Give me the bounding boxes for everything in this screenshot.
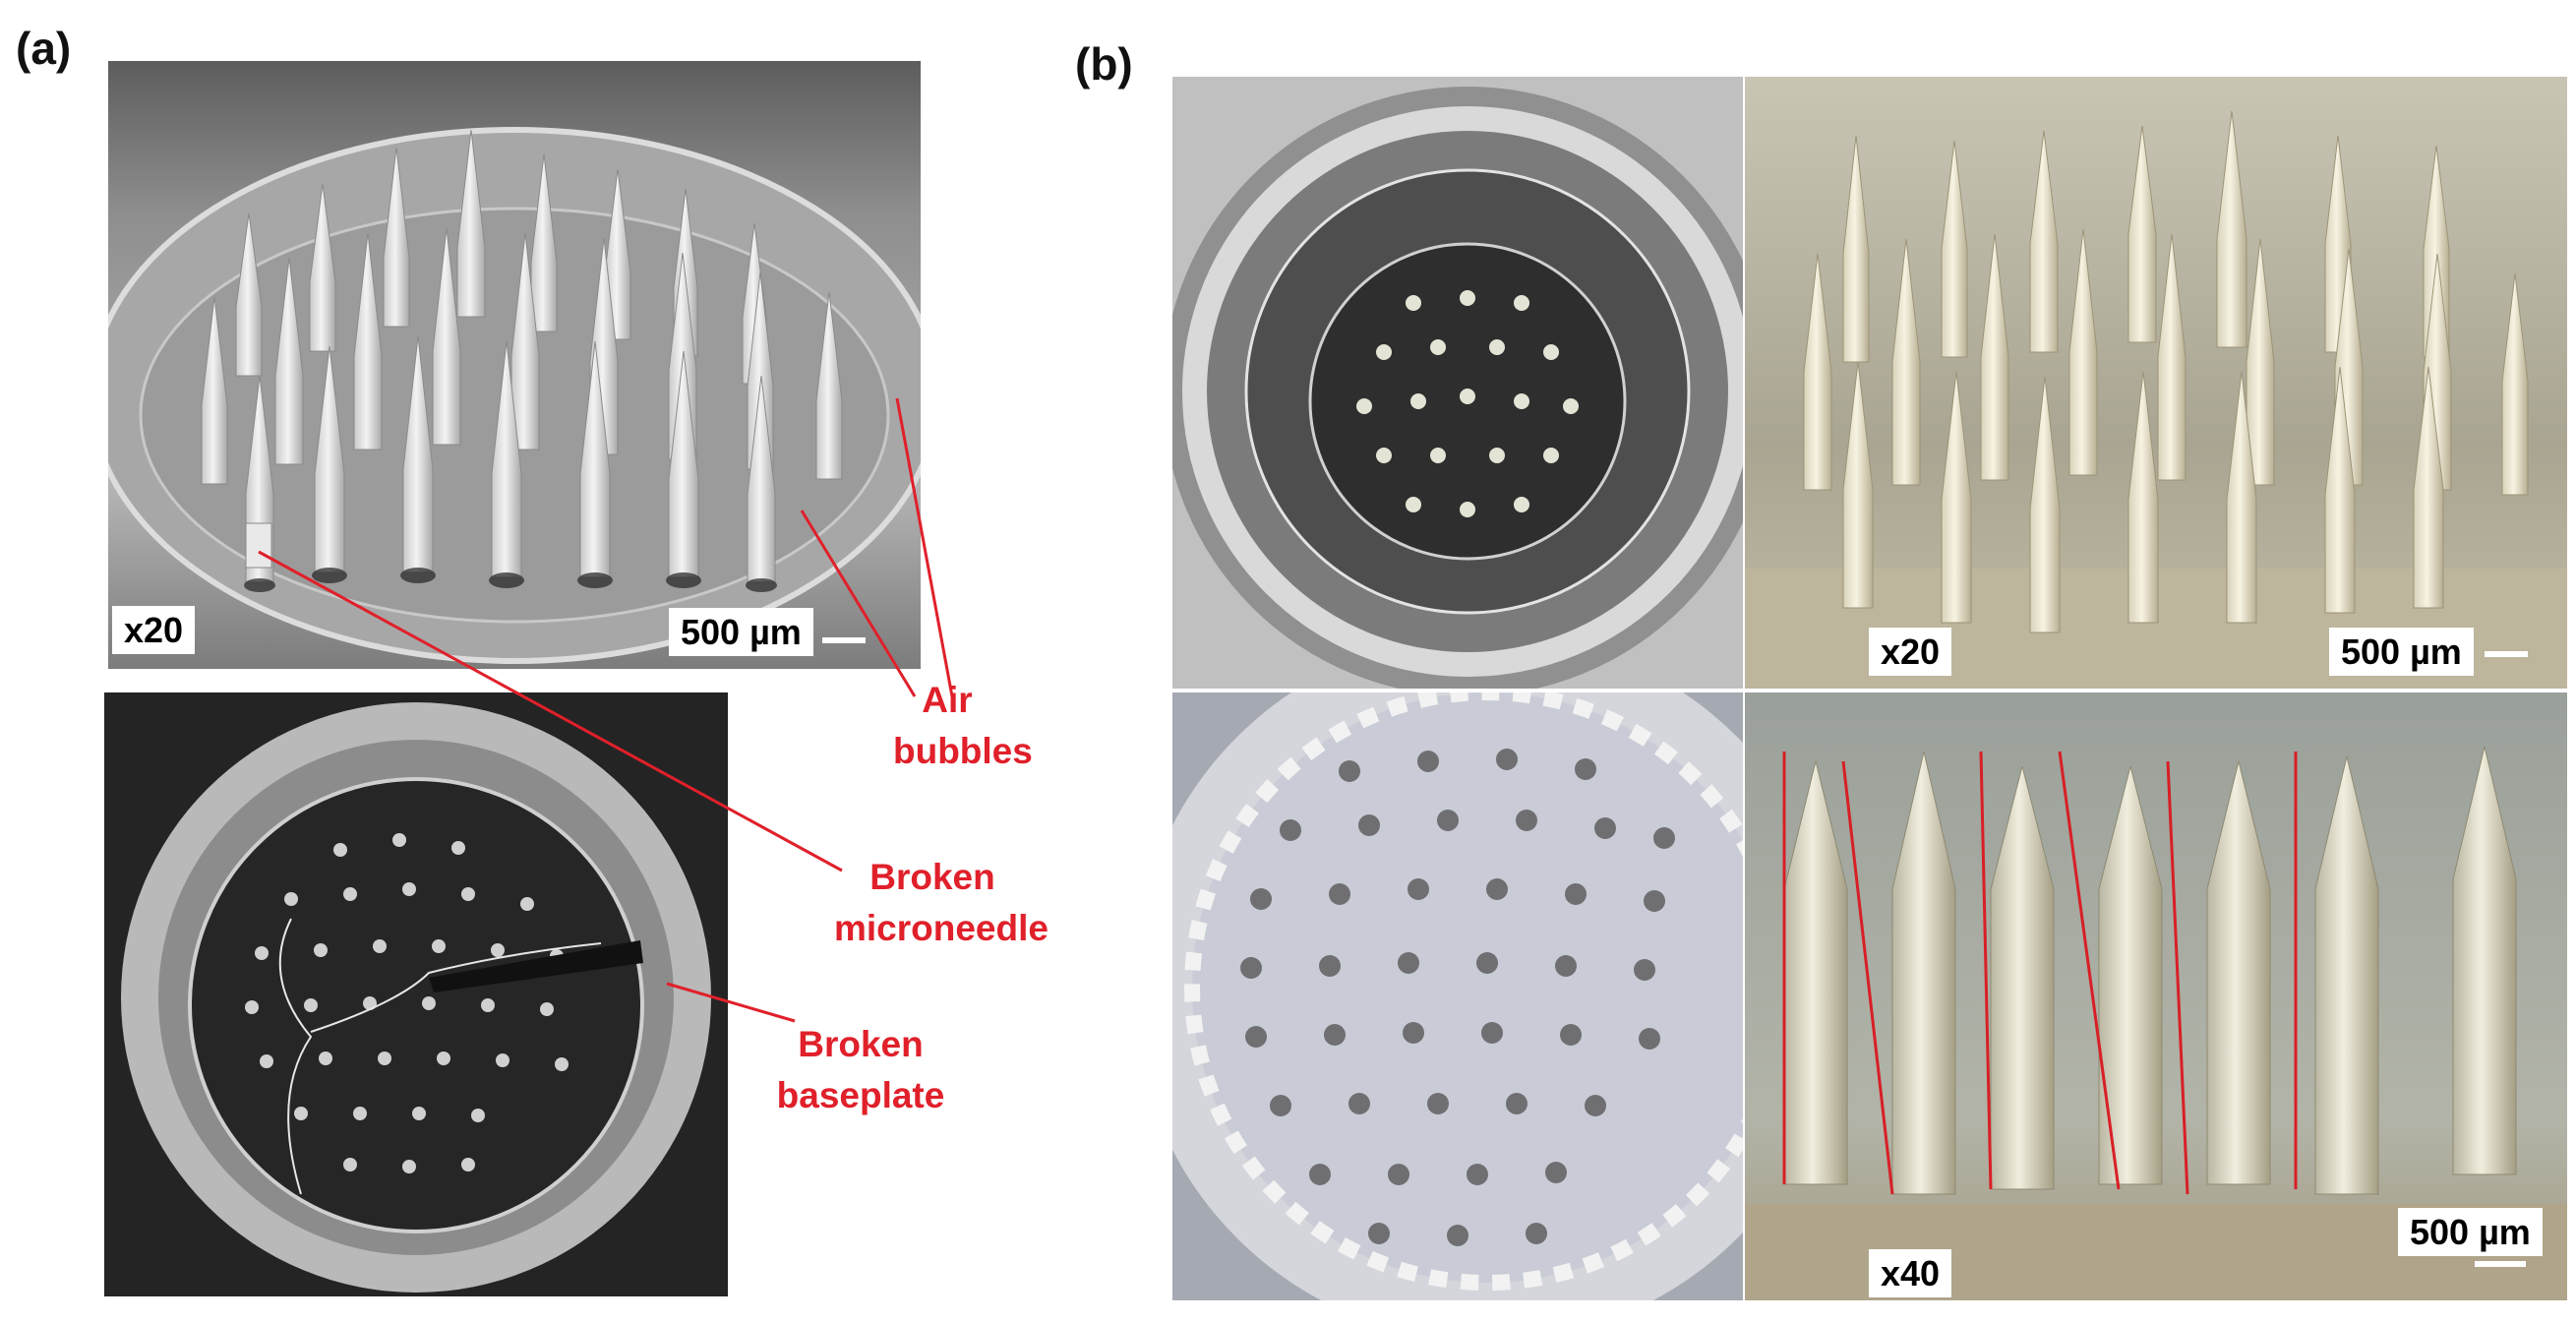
scale-bar-label: 500 µm — [2329, 628, 2474, 677]
panel-a-top-view-photo — [104, 692, 728, 1296]
panel-b-light-top-view-photo — [1172, 692, 1743, 1300]
scale-bar — [822, 637, 866, 643]
scale-bar — [2475, 1261, 2526, 1267]
magnification-label: x40 — [1869, 1249, 1952, 1298]
panel-b-letter: (b) — [1075, 38, 1133, 90]
scale-bar — [2485, 651, 2528, 657]
scale-bar-label: 500 µm — [669, 608, 813, 657]
panel-a-side-view-photo: x20 500 µm — [108, 61, 921, 669]
broken-microneedle-label: Broken microneedle — [834, 857, 1048, 948]
broken-baseplate-label: Broken baseplate — [776, 1024, 945, 1115]
scale-bar-label: 500 µm — [2398, 1208, 2543, 1257]
panel-a-letter: (a) — [16, 23, 72, 74]
microneedle-array-a — [201, 129, 843, 583]
panel-b-top-view-photo — [1172, 77, 1743, 689]
panel-b-side-view-x20-photo: x20 500 µm — [1745, 77, 2567, 689]
air-bubbles-label: Air bubbles — [893, 680, 1033, 771]
magnification-label: x20 — [112, 606, 196, 655]
panel-b-side-view-x40-photo: 500 µm x40 — [1745, 692, 2567, 1300]
magnification-label: x20 — [1869, 628, 1952, 677]
